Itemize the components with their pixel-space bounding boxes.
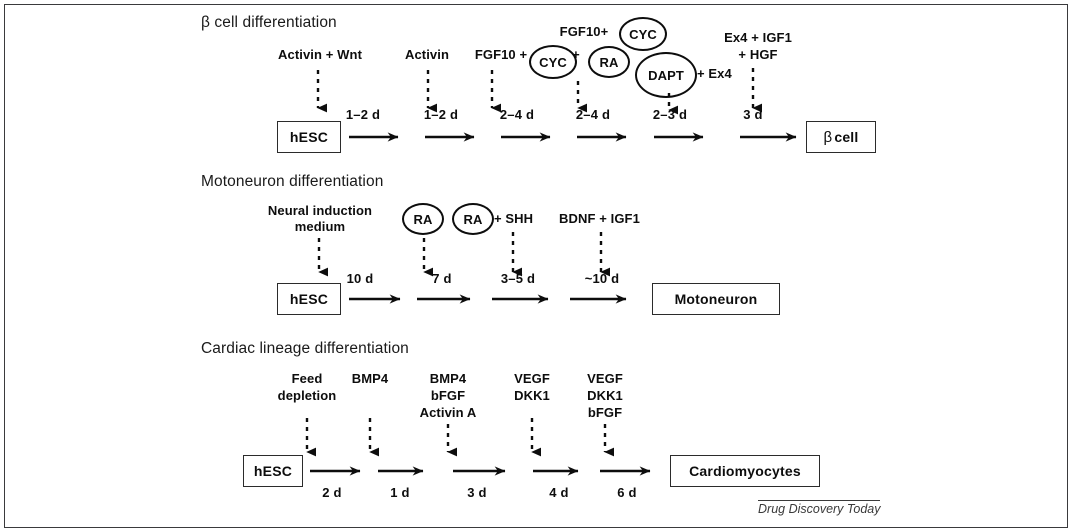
factor-label-bmp4-a: BMP4 — [351, 371, 389, 386]
node-box-hesc-cardiac: hESC — [243, 455, 303, 487]
factor-label-activin-a: Activin A — [419, 405, 477, 420]
factor-label-activin: Activin — [404, 47, 450, 62]
factor-label-fgf10-upper: FGF10+ — [559, 24, 609, 39]
factor-label-plus-ex4: + Ex4 — [697, 66, 732, 81]
factor-label-neural-induction: Neural induction — [267, 203, 373, 218]
beta-glyph: β — [823, 128, 833, 146]
node-box-hesc-moto: hESC — [277, 283, 341, 315]
beta-cell-word: cell — [834, 129, 859, 145]
factor-label-bfgf-a: bFGF — [430, 388, 466, 403]
duration-label-beta-5: 2–3 d — [652, 107, 688, 122]
circle-node-ra-2: RA — [402, 203, 444, 235]
duration-label-cardiac-1: 2 d — [322, 485, 342, 500]
node-box-beta-cell: β cell — [806, 121, 876, 153]
factor-label-dkk1-b: DKK1 — [587, 388, 623, 403]
duration-label-beta-2: 1–2 d — [423, 107, 459, 122]
duration-label-cardiac-3: 3 d — [467, 485, 487, 500]
figure-credit: Drug Discovery Today — [758, 500, 881, 516]
section-title-beta-cell: β cell differentiation — [201, 14, 337, 31]
factor-label-plus-ra: + — [572, 47, 580, 62]
factor-label-bmp4-b: BMP4 — [429, 371, 467, 386]
duration-label-cardiac-4: 4 d — [549, 485, 569, 500]
section-title-cardiac: Cardiac lineage differentiation — [201, 340, 409, 357]
duration-label-beta-4: 2–4 d — [575, 107, 611, 122]
duration-label-moto-3: 3–5 d — [500, 271, 536, 286]
circle-node-dapt: DAPT — [635, 52, 697, 98]
circle-node-ra-1: RA — [588, 46, 630, 78]
factor-label-vegf-a: VEGF — [514, 371, 550, 386]
factor-label-medium: medium — [294, 219, 346, 234]
node-box-motoneuron: Motoneuron — [652, 283, 780, 315]
figure-border — [4, 4, 1068, 528]
circle-node-cyc-2: CYC — [619, 17, 667, 51]
factor-label-ex4-igf1: Ex4 + IGF1 — [724, 30, 792, 45]
row2-dashed-arrows — [317, 232, 611, 277]
factor-label-activin-wnt: Activin + Wnt — [278, 47, 362, 62]
factor-label-feed: Feed — [291, 371, 323, 386]
duration-label-beta-3: 2–4 d — [499, 107, 535, 122]
factor-label-bfgf-b: bFGF — [587, 405, 623, 420]
duration-label-moto-2: 7 d — [432, 271, 452, 286]
circle-node-cyc-1: CYC — [529, 45, 577, 79]
factor-label-plus-hgf: + HGF — [738, 47, 778, 62]
circle-node-ra-3: RA — [452, 203, 494, 235]
duration-label-moto-1: 10 d — [346, 271, 374, 286]
factor-label-bdnf-igf1: BDNF + IGF1 — [559, 211, 640, 226]
node-box-cardiomyocytes: Cardiomyocytes — [670, 455, 820, 487]
duration-label-cardiac-5: 6 d — [617, 485, 637, 500]
factor-label-dkk1-a: DKK1 — [514, 388, 550, 403]
factor-label-fgf10-plus: FGF10 + — [474, 47, 528, 62]
section-title-motoneuron: Motoneuron differentiation — [201, 173, 384, 190]
factor-label-depletion: depletion — [277, 388, 337, 403]
duration-label-cardiac-2: 1 d — [390, 485, 410, 500]
node-box-hesc-beta: hESC — [277, 121, 341, 153]
duration-label-beta-6: 3 d — [743, 107, 763, 122]
factor-label-vegf-b: VEGF — [587, 371, 623, 386]
duration-label-beta-1: 1–2 d — [345, 107, 381, 122]
duration-label-moto-4: ~10 d — [584, 271, 620, 286]
row3-dashed-arrows — [305, 418, 615, 457]
factor-label-plus-shh: + SHH — [494, 211, 534, 226]
